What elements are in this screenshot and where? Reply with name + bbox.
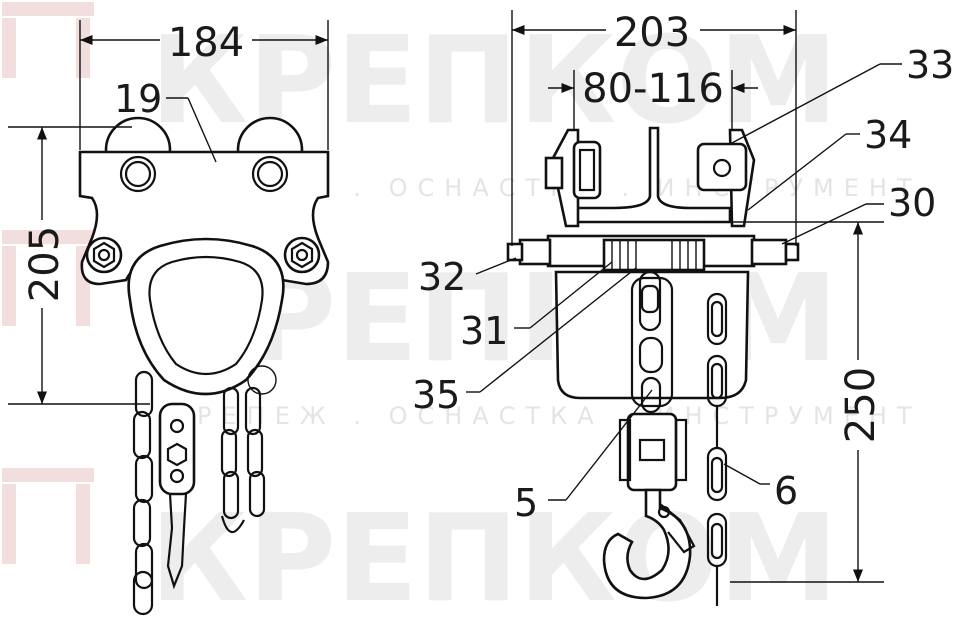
- leader-30: [781, 203, 867, 245]
- axle-nut-right: [750, 238, 788, 266]
- leader-34: [747, 133, 847, 211]
- bolt-nut-left: [85, 236, 123, 274]
- hook-latch: [659, 503, 696, 554]
- callout-6: 6: [774, 469, 798, 513]
- watermark-brand-3: КРЕПКОМ: [150, 490, 838, 623]
- front-view: 184 205 19: [8, 20, 330, 616]
- leader-32: [475, 257, 517, 275]
- dimension-80-116: 80-116: [582, 66, 724, 112]
- side-chain-center: [638, 270, 664, 414]
- hoist-body-inner: [148, 255, 264, 375]
- front-chain-right: [220, 386, 266, 534]
- plate-hole-right: [251, 155, 289, 193]
- side-hook-block: [618, 412, 688, 492]
- leader-6: [723, 463, 761, 485]
- callout-35: 35: [412, 373, 460, 417]
- callout-5: 5: [514, 481, 538, 525]
- watermark-logo-bottom: [2, 468, 94, 564]
- callout-33: 33: [906, 43, 954, 87]
- dimension-205: 205: [22, 226, 68, 302]
- load-hook: [602, 488, 692, 600]
- callout-31: 31: [460, 309, 508, 353]
- watermark-tagline-2: КРЕПЕЖ . ОСНАСТКА . ИНСТРУМЕНТ: [170, 402, 922, 430]
- callout-19: 19: [114, 77, 162, 121]
- dimension-203: 203: [614, 10, 690, 56]
- trolley-plate-left: [550, 128, 580, 228]
- spacer-drum: [602, 238, 706, 272]
- axle-nut-left: [518, 238, 552, 266]
- callout-30: 30: [888, 181, 936, 225]
- leader-19: [187, 97, 217, 163]
- side-view: 203 80-116 250 33 34 30 32 31 35 5: [412, 10, 954, 606]
- front-chain-left: [132, 370, 154, 616]
- dimension-250: 250: [838, 367, 884, 443]
- leader-35: [479, 267, 637, 393]
- hoist-body-front: [127, 237, 285, 396]
- side-hand-chain: [706, 292, 728, 606]
- side-chain-inner: [630, 276, 674, 408]
- wheel-right-side: [696, 142, 748, 192]
- dimension-184: 184: [168, 20, 244, 66]
- leader-31: [529, 261, 613, 329]
- leader-33: [729, 63, 881, 145]
- leader-5: [565, 389, 653, 501]
- front-hook-block: [158, 402, 196, 590]
- plate-hole-left: [119, 155, 157, 193]
- callout-32: 32: [418, 255, 466, 299]
- bolt-nut-right: [283, 236, 321, 274]
- callout-34: 34: [864, 113, 912, 157]
